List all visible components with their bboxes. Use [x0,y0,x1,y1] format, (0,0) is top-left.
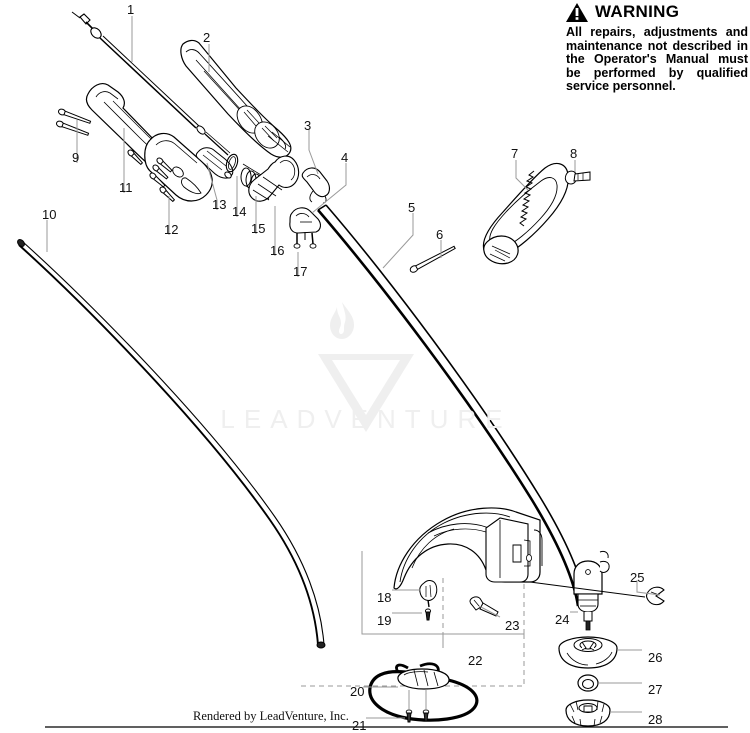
warning-block: WARNING All repairs, adjustments and mai… [566,0,748,94]
part-23-shield-mount-screw [469,596,499,617]
footer-credit: Rendered by LeadVenture, Inc. [193,709,349,723]
part-21-harness-screws [405,709,430,723]
group-22-bracket [361,551,525,648]
callout-throttle-lever-bracket: 3 [304,118,312,133]
part-22-debris-shield-assembly [393,507,543,590]
watermark-text: LEADVENTURE [220,404,512,434]
part-26-spool-housing [558,636,618,669]
part-1-throttle-cable [71,11,231,156]
part-25-retaining-clip [645,586,665,606]
callout-trimmer-head-cap: 28 [648,712,663,727]
part-9-handle-screw-long [55,107,92,138]
part-20-21-leader-lines [363,686,427,719]
callout-drive-shaft-housing: 5 [408,200,416,215]
part-19-guard-blade-screw [424,608,432,621]
callout-leader-lines [46,16,661,713]
callout-harness-screws: 21 [352,718,367,733]
part-11-handle-housing-lower [85,82,213,202]
part-24-gear-head [573,550,610,631]
part-20-shoulder-strap-harness [368,662,479,722]
part-17-cable-clamp [289,207,321,249]
part-3-throttle-lever-bracket [301,167,330,204]
part-7-assist-handle-grip [482,162,569,265]
callout-throttle-link-rod: 13 [212,197,227,212]
part-14-o-ring [225,153,239,173]
warning-title: WARNING [595,2,680,21]
callout-handle-knob-screw: 8 [570,146,578,161]
callout-spool-housing: 26 [648,650,663,665]
warning-triangle-icon [566,2,588,22]
callout-cable-clamp: 17 [293,264,308,279]
part-2-throttle-housing-upper [180,39,292,158]
callout-washer: 27 [648,682,663,697]
callout-shoulder-strap-harness: 20 [350,684,365,699]
callout-debris-shield-assembly: 22 [468,653,483,668]
part-24-25-leaders [529,581,646,598]
callout-shield-mount-screw: 23 [505,618,520,633]
callout-retaining-clip: 25 [630,570,645,585]
callout-o-ring: 14 [232,204,247,219]
callout-flexible-drive-cable: 10 [42,207,57,222]
callout-shaft-clamp-bracket: 4 [341,150,349,165]
callout-handle-bolt: 6 [436,227,444,242]
callout-handle-screw-long: 9 [72,150,80,165]
part-6-handle-bolt [409,245,456,273]
callout-guard-blade-screw: 19 [377,613,392,628]
part-16-throttle-trigger [248,155,300,202]
callout-gear-head: 24 [555,612,570,627]
warning-body: All repairs, adjustments and maintenance… [566,25,748,94]
part-13-throttle-link-rod [195,147,234,179]
callout-throttle-housing-upper: 2 [203,30,211,45]
group-22-dashed-link [300,634,525,687]
callout-throttle-trigger: 16 [270,243,285,258]
callout-handle-housing-lower: 11 [119,180,133,195]
callout-guard-blade: 18 [377,590,392,605]
callout-handle-screw-short: 12 [164,222,179,237]
part-8-handle-knob-screw [564,170,591,185]
part-18-guard-blade [419,580,438,608]
part-5-drive-shaft-housing [317,204,587,607]
callout-assist-handle-grip: 7 [511,146,519,161]
part-28-trimmer-head-cap [565,699,611,727]
callout-return-spring: 15 [251,221,266,236]
callout-throttle-cable: 1 [127,2,135,17]
part-10-flexible-drive-cable [17,239,326,649]
part-27-washer [577,674,599,692]
